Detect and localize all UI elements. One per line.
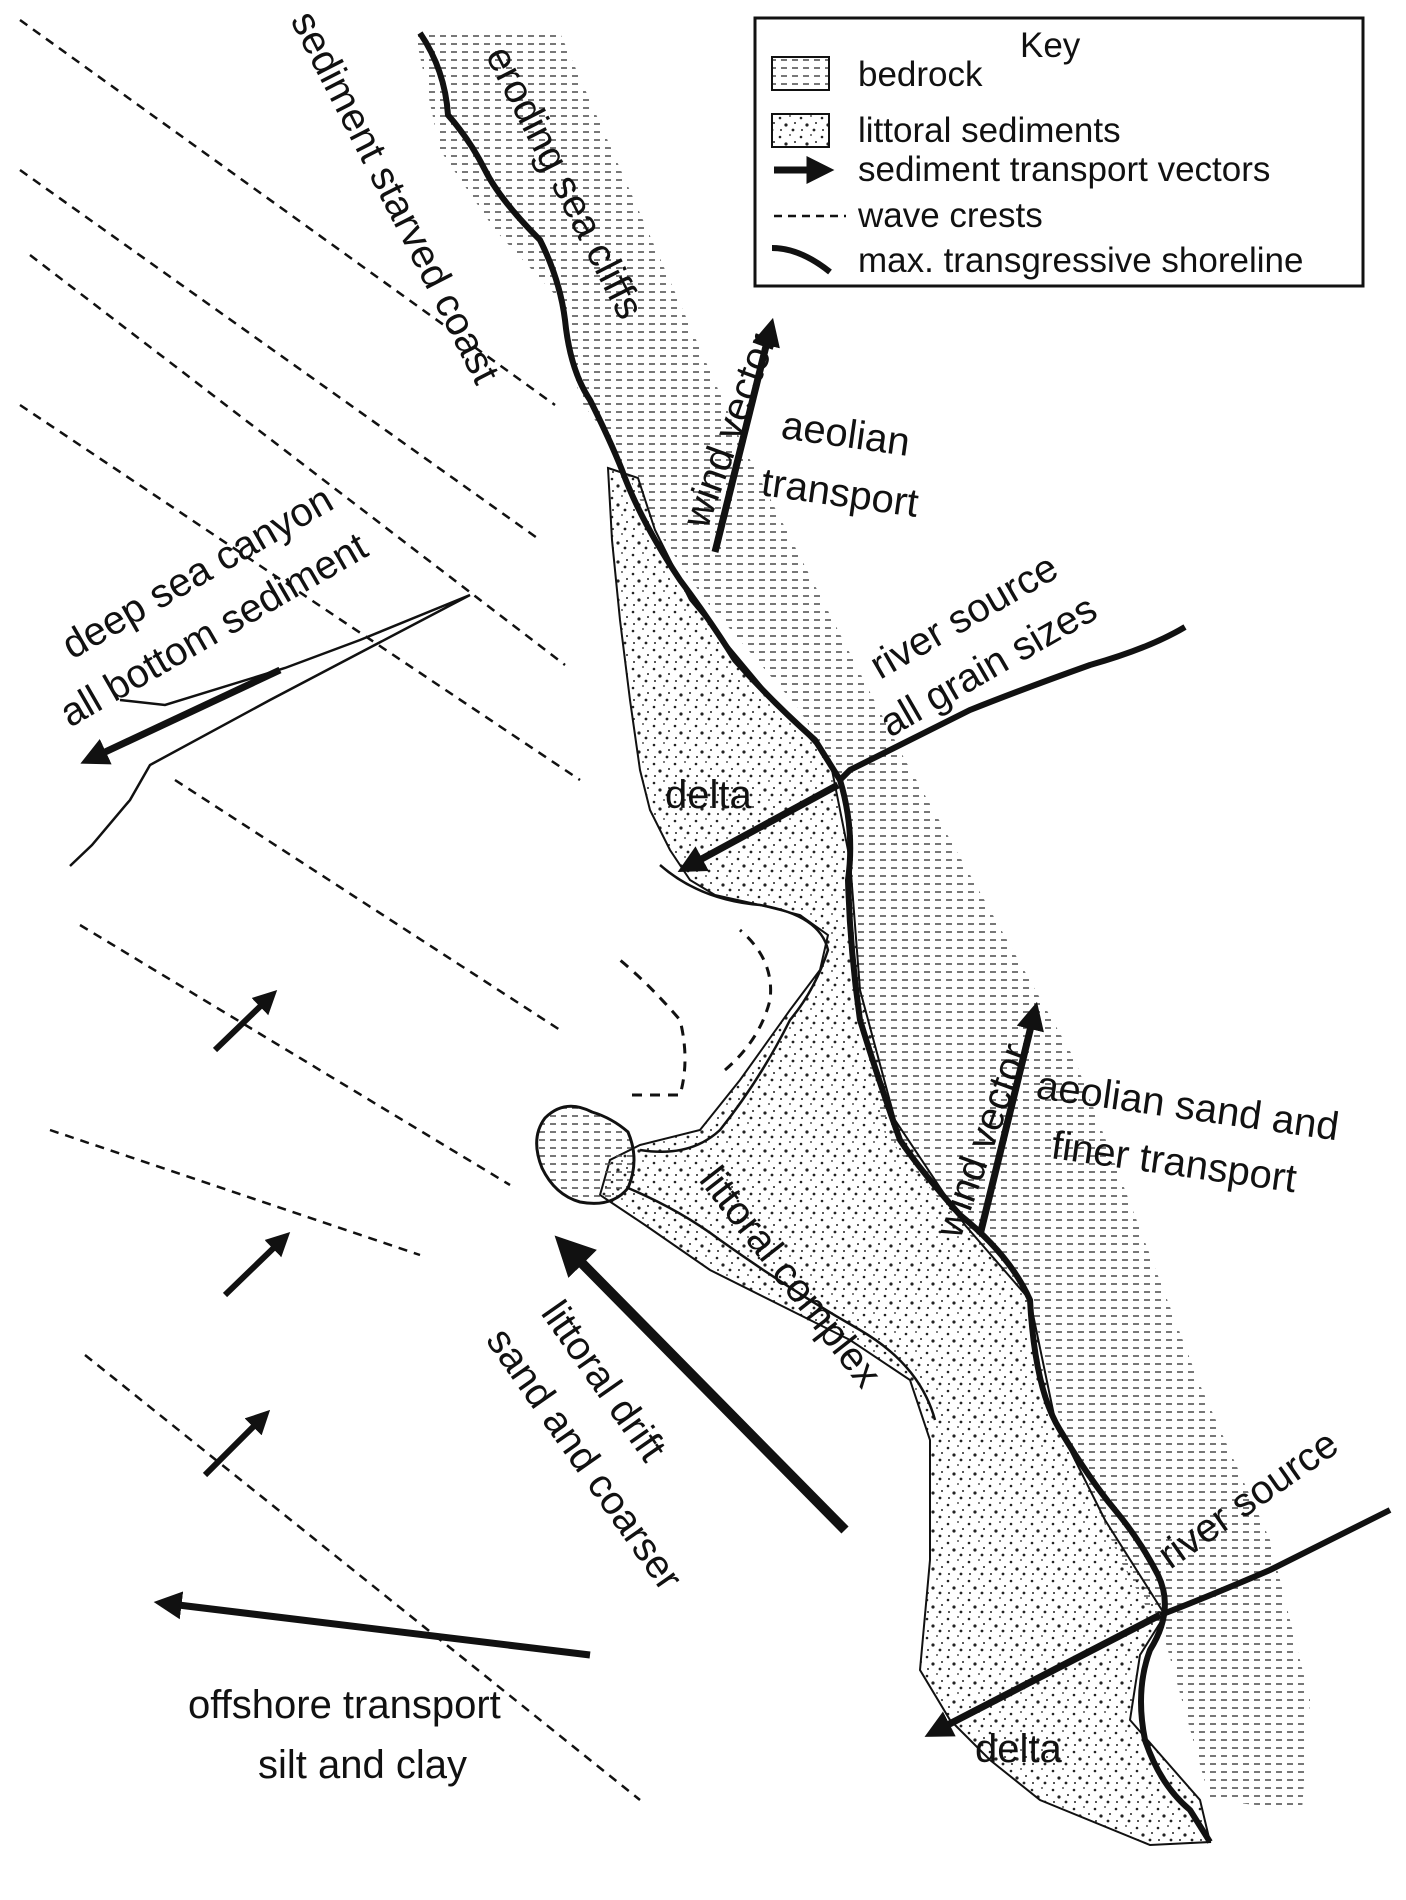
river2-delta-arrow xyxy=(924,1611,1162,1737)
key-shoreline-label: max. transgressive shoreline xyxy=(858,241,1303,280)
wind-arrow-1 xyxy=(711,317,780,553)
key-littoral-label: littoral sediments xyxy=(858,111,1121,150)
key-shoreline-symbol xyxy=(771,245,832,275)
key-littoral-swatch xyxy=(771,113,830,148)
key-title: Key xyxy=(1020,26,1081,65)
island-spit-outline xyxy=(627,1186,937,1421)
label-offshore-2: silt and clay xyxy=(258,1743,467,1787)
river-source-1-line xyxy=(837,624,1187,783)
transport-arrows xyxy=(80,317,1162,1737)
deep-sea-canyon xyxy=(69,593,471,867)
wind-arrow-2 xyxy=(976,1001,1044,1236)
wave-crests xyxy=(19,18,641,1801)
key-legend: Key bedrock littoral sediments sediment … xyxy=(753,16,1365,288)
key-bedrock-swatch xyxy=(771,56,830,91)
wave-arrow-1 xyxy=(212,990,278,1053)
key-bedrock-label: bedrock xyxy=(858,55,983,94)
wave-arrow-2 xyxy=(222,1231,291,1298)
lagoon-dashed-2 xyxy=(724,928,773,1072)
river-source-2-line xyxy=(1158,1507,1392,1618)
key-box xyxy=(753,16,1365,288)
wave-arrow-3 xyxy=(202,1409,271,1478)
max-transgressive-shoreline xyxy=(417,31,1213,1844)
label-aeolian-1: aeolian xyxy=(779,403,913,465)
key-arrow-label: sediment transport vectors xyxy=(858,150,1270,189)
label-offshore-1: offshore transport xyxy=(188,1683,501,1727)
canyon-arrow xyxy=(80,666,282,765)
label-delta-1: delta xyxy=(665,773,752,817)
label-aeolian-2: transport xyxy=(759,460,921,526)
littoral-drift-arrow xyxy=(554,1235,849,1534)
key-wave-crest-label: wave crests xyxy=(857,196,1043,235)
lagoon-dashed-1 xyxy=(619,958,687,1097)
bedrock-island xyxy=(535,1104,636,1205)
lagoon-outline xyxy=(639,864,830,1154)
offshore-arrow xyxy=(153,1591,591,1659)
label-delta-2: delta xyxy=(975,1727,1062,1771)
river1-delta-arrow xyxy=(677,781,840,873)
